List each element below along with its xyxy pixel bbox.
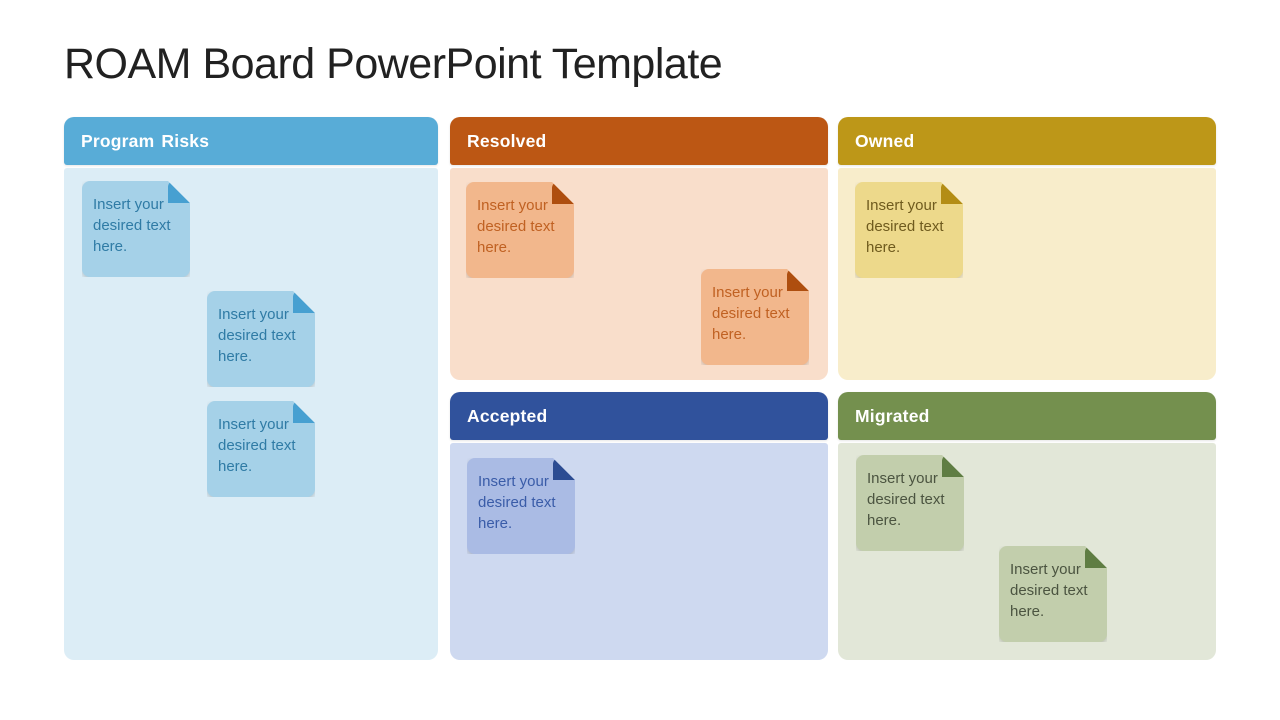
panel-resolved: Resolved Insert your desired text here. … xyxy=(450,117,828,380)
sticky-note-text: Insert your desired text here. xyxy=(866,197,944,256)
sticky-note[interactable]: Insert your desired text here. xyxy=(856,455,964,551)
sticky-note[interactable]: Insert your desired text here. xyxy=(207,291,315,387)
sticky-note-text: Insert your desired text here. xyxy=(867,470,945,529)
panel-owned: Owned Insert your desired text here. xyxy=(838,117,1216,380)
sticky-note[interactable]: Insert your desired text here. xyxy=(999,546,1107,642)
sticky-note-text: Insert your desired text here. xyxy=(478,473,556,532)
sticky-note[interactable]: Insert your desired text here. xyxy=(466,182,574,278)
sticky-note-text: Insert your desired text here. xyxy=(1010,561,1088,620)
panel-body-accepted: Insert your desired text here. xyxy=(450,443,828,660)
sticky-note[interactable]: Insert your desired text here. xyxy=(855,182,963,278)
panel-header-program-risks: Program Risks xyxy=(64,117,438,165)
panel-label: Accepted xyxy=(467,405,548,426)
panel-migrated: Migrated Insert your desired text here. … xyxy=(838,392,1216,660)
sticky-note[interactable]: Insert your desired text here. xyxy=(467,458,575,554)
sticky-note-text: Insert your desired text here. xyxy=(477,197,555,256)
panel-header-resolved: Resolved xyxy=(450,117,828,165)
panel-label: Resolved xyxy=(467,130,547,151)
panel-body-resolved: Insert your desired text here. Insert yo… xyxy=(450,168,828,380)
sticky-note[interactable]: Insert your desired text here. xyxy=(82,181,190,277)
panel-program-risks: Program Risks Insert your desired text h… xyxy=(64,117,438,660)
sticky-note-text: Insert your desired text here. xyxy=(712,284,790,343)
panel-body-program-risks: Insert your desired text here. Insert yo… xyxy=(64,168,438,660)
sticky-note-text: Insert your desired text here. xyxy=(93,196,171,255)
panel-accepted: Accepted Insert your desired text here. xyxy=(450,392,828,660)
panel-label: Migrated xyxy=(855,405,930,426)
sticky-note[interactable]: Insert your desired text here. xyxy=(207,401,315,497)
panel-header-accepted: Accepted xyxy=(450,392,828,440)
panel-label: Program Risks xyxy=(81,130,210,151)
panel-header-owned: Owned xyxy=(838,117,1216,165)
sticky-note-text: Insert your desired text here. xyxy=(218,416,296,475)
panel-label: Owned xyxy=(855,130,915,151)
panel-body-migrated: Insert your desired text here. Insert yo… xyxy=(838,443,1216,660)
sticky-note-text: Insert your desired text here. xyxy=(218,306,296,365)
panel-body-owned: Insert your desired text here. xyxy=(838,168,1216,380)
panel-header-migrated: Migrated xyxy=(838,392,1216,440)
page-title: ROAM Board PowerPoint Template xyxy=(64,40,723,88)
sticky-note[interactable]: Insert your desired text here. xyxy=(701,269,809,365)
